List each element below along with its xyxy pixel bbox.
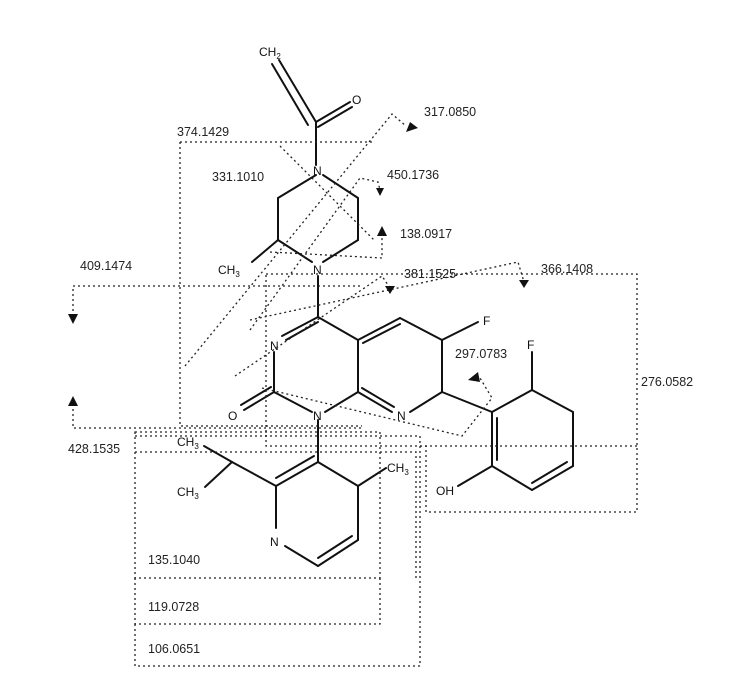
- piperazine-methyl-label: CH3: [218, 263, 240, 279]
- mass-label: 106.0651: [148, 642, 200, 656]
- arrow-297: [468, 372, 480, 382]
- molecule-structure: [203, 59, 574, 567]
- fragment-arrowheads: [68, 122, 529, 406]
- piperazine-n-bottom-label: N: [313, 263, 322, 277]
- phenyl-fluorine-label: F: [527, 338, 534, 352]
- pyrimidine-n-label: N: [270, 339, 279, 353]
- mass-label: 374.1429: [177, 125, 229, 139]
- hydroxyl-label: OH: [436, 484, 454, 498]
- arrow-450: [376, 188, 384, 196]
- arrow-317: [406, 122, 418, 132]
- carbonyl-oxygen-label: O: [352, 93, 361, 107]
- mass-label: 135.1040: [148, 553, 200, 567]
- core-n-label: N: [313, 409, 322, 423]
- piperazine-n-top-label: N: [313, 164, 322, 178]
- arrow-366: [519, 280, 529, 288]
- mass-label: 381.1525: [404, 267, 456, 281]
- ch2-label: CH2: [259, 45, 281, 61]
- fragmentation-lines: [72, 113, 638, 667]
- mass-label: 366.1408: [541, 262, 593, 276]
- mass-label: 317.0850: [424, 105, 476, 119]
- mass-label: 138.0917: [400, 227, 452, 241]
- fragment-box-106: [134, 435, 421, 667]
- mass-label: 428.1535: [68, 442, 120, 456]
- arrow-381: [385, 286, 395, 294]
- isopropyl-methyl-b-label: CH3: [177, 485, 199, 501]
- fragment-line-409: [72, 285, 360, 316]
- naphthyridine-n-label: N: [397, 409, 406, 423]
- mass-label: 297.0783: [455, 347, 507, 361]
- mass-label: 409.1474: [80, 259, 132, 273]
- mass-label: 276.0582: [641, 375, 693, 389]
- atom-labels: CH2 O N N CH3 F F N N N O OH CH3 CH3 CH3…: [177, 45, 534, 549]
- fragment-line-428: [72, 404, 362, 429]
- core-oxygen-label: O: [228, 409, 237, 423]
- fragment-line-317: [184, 113, 407, 367]
- mass-label: 450.1736: [387, 168, 439, 182]
- fragment-line-366: [249, 261, 525, 321]
- fragment-box-276: [265, 273, 638, 513]
- fragment-line-297: [261, 377, 493, 437]
- arrow-138: [377, 226, 387, 236]
- isopropyl-methyl-a-label: CH3: [177, 435, 199, 451]
- arrow-428: [68, 396, 78, 406]
- pyridine-methyl-label: CH3: [387, 461, 409, 477]
- fragment-box-374: [179, 141, 372, 427]
- fragment-line-331: [279, 145, 375, 241]
- arrow-409: [68, 314, 78, 324]
- pyridine-n-label: N: [270, 535, 279, 549]
- mass-label: 119.0728: [148, 600, 199, 614]
- fragment-mass-labels: 317.0850 374.1429 331.1010 450.1736 138.…: [68, 105, 693, 656]
- mass-label: 331.1010: [212, 170, 264, 184]
- naphthyridine-fluorine-label: F: [483, 314, 490, 328]
- fragment-box-119: [134, 451, 417, 625]
- fragment-line-450: [249, 177, 381, 331]
